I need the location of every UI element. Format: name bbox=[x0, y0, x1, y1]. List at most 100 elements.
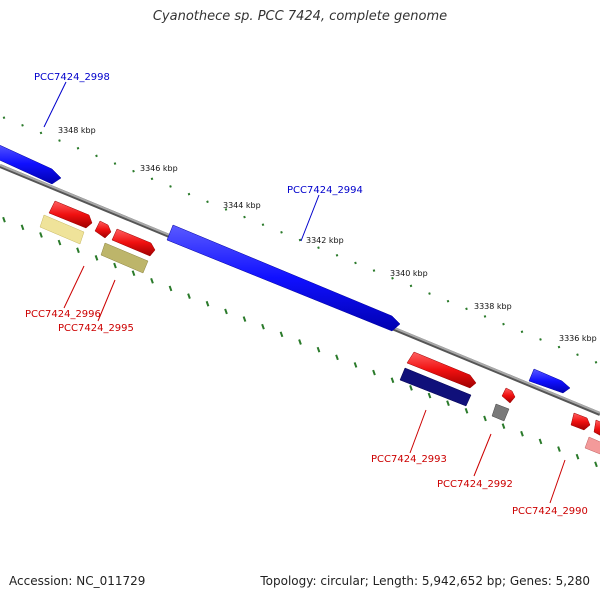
gene-feature-red-6[interactable] bbox=[570, 412, 591, 431]
scale-dot bbox=[39, 232, 43, 238]
gene-feature-pink[interactable] bbox=[584, 436, 600, 456]
scale-dot bbox=[465, 307, 468, 311]
scale-dot bbox=[372, 369, 376, 376]
gene-label[interactable]: PCC7424_2992 bbox=[437, 479, 513, 490]
gene-feature-navy[interactable] bbox=[399, 367, 472, 407]
tick-label: 3346 kbp bbox=[140, 164, 178, 173]
scale-dot bbox=[39, 131, 43, 135]
scale-dot bbox=[316, 346, 321, 353]
gene-feature-red-1[interactable] bbox=[48, 200, 93, 229]
scale-dot bbox=[557, 446, 561, 452]
scale-dot bbox=[280, 231, 283, 234]
scale-dot bbox=[261, 323, 265, 330]
gene-feature-red-3[interactable] bbox=[111, 228, 156, 257]
gene-feature-red-2[interactable] bbox=[94, 220, 112, 239]
scale-dot bbox=[2, 116, 6, 119]
label-leaders bbox=[43, 81, 566, 504]
scale-dot bbox=[150, 177, 154, 181]
scale-dot bbox=[243, 215, 246, 219]
genome-summary-text: Topology: circular; Length: 5,942,652 bp… bbox=[260, 574, 590, 588]
scale-dot bbox=[298, 238, 302, 242]
gene-label[interactable]: PCC7424_2994 bbox=[287, 185, 363, 196]
scale-dot bbox=[150, 277, 154, 284]
scale-dot bbox=[409, 385, 413, 391]
tick-label: 3344 kbp bbox=[223, 201, 261, 210]
scale-dot bbox=[57, 239, 62, 246]
gene-feature-red-5[interactable] bbox=[501, 387, 516, 404]
gene-feature-blue-3[interactable] bbox=[528, 368, 571, 394]
scale-dot bbox=[501, 423, 506, 429]
scale-dot bbox=[2, 216, 6, 223]
scale-dot bbox=[428, 292, 431, 295]
scale-dot bbox=[95, 154, 98, 158]
scale-dot bbox=[205, 300, 210, 307]
scale-ring-dots bbox=[2, 116, 598, 468]
tick-label: 3340 kbp bbox=[390, 269, 428, 278]
gene-label[interactable]: PCC7424_2990 bbox=[512, 506, 588, 517]
scale-dot bbox=[576, 353, 579, 357]
scale-dot bbox=[539, 338, 542, 341]
tick-label: 3342 kbp bbox=[306, 236, 344, 245]
scale-dot bbox=[446, 400, 450, 407]
scale-dot bbox=[446, 299, 450, 303]
scale-dot bbox=[372, 269, 376, 272]
scale-dot bbox=[58, 139, 61, 142]
gene-label[interactable]: PCC7424_2998 bbox=[34, 72, 110, 83]
gene-label[interactable]: PCC7424_2993 bbox=[371, 454, 447, 465]
scale-dot bbox=[20, 224, 25, 231]
map-title: Cyanothece sp. PCC 7424, complete genome bbox=[152, 9, 448, 24]
scale-dot bbox=[242, 316, 247, 322]
scale-dot bbox=[520, 330, 524, 334]
scale-dot bbox=[520, 430, 524, 437]
scale-dot bbox=[353, 362, 358, 368]
scale-dot bbox=[187, 192, 191, 196]
scale-dot bbox=[409, 284, 413, 288]
accession-text: Accession: NC_011729 bbox=[9, 574, 146, 588]
scale-dot bbox=[113, 262, 117, 269]
scale-dot bbox=[21, 123, 24, 127]
gene-label[interactable]: PCC7424_2996 bbox=[25, 309, 101, 320]
scale-dot bbox=[390, 377, 395, 384]
tick-label: 3336 kbp bbox=[559, 334, 597, 343]
scale-dot bbox=[354, 261, 357, 265]
scale-dot bbox=[76, 247, 80, 254]
scale-dot bbox=[483, 415, 487, 422]
scale-dot bbox=[113, 162, 117, 165]
gene-label[interactable]: PCC7424_2995 bbox=[58, 323, 134, 334]
scale-dot bbox=[538, 438, 543, 445]
scale-dot bbox=[464, 407, 469, 414]
scale-dot bbox=[483, 315, 487, 318]
scale-dot bbox=[76, 146, 80, 150]
scale-dot bbox=[575, 453, 580, 460]
gene-feature-blue-1[interactable] bbox=[0, 143, 62, 185]
scale-dot bbox=[261, 223, 265, 227]
tick-labels: 3348 kbp 3346 kbp 3344 kbp 3342 kbp 3340… bbox=[58, 126, 597, 343]
scale-dot bbox=[557, 345, 561, 349]
scale-dot bbox=[168, 285, 173, 292]
gene-feature-yellow[interactable] bbox=[39, 214, 85, 245]
tick-label: 3338 kbp bbox=[474, 302, 512, 311]
scale-dot bbox=[298, 339, 302, 345]
scale-dot bbox=[502, 322, 505, 326]
gene-feature-red-7[interactable] bbox=[593, 419, 600, 438]
gene-feature-gray[interactable] bbox=[491, 403, 510, 422]
scale-dot bbox=[317, 246, 320, 249]
scale-dot bbox=[224, 208, 228, 211]
scale-dot bbox=[187, 293, 191, 299]
scale-dot bbox=[335, 253, 339, 257]
tick-label: 3348 kbp bbox=[58, 126, 96, 135]
scale-dot bbox=[335, 354, 339, 361]
gene-labels: PCC7424_2998 PCC7424_2996 PCC7424_2995 P… bbox=[25, 72, 588, 517]
scale-dot bbox=[279, 331, 284, 338]
scale-dot bbox=[132, 169, 135, 173]
scale-dot bbox=[206, 200, 209, 204]
scale-dot bbox=[594, 361, 598, 364]
gene-feature-olive[interactable] bbox=[100, 242, 149, 274]
gene-feature-blue-2[interactable] bbox=[166, 224, 401, 332]
scale-dot bbox=[427, 392, 432, 399]
gene-feature-red-4[interactable] bbox=[406, 351, 477, 389]
scale-dot bbox=[131, 270, 136, 277]
scale-dot bbox=[224, 308, 228, 315]
scale-dot bbox=[594, 461, 598, 468]
